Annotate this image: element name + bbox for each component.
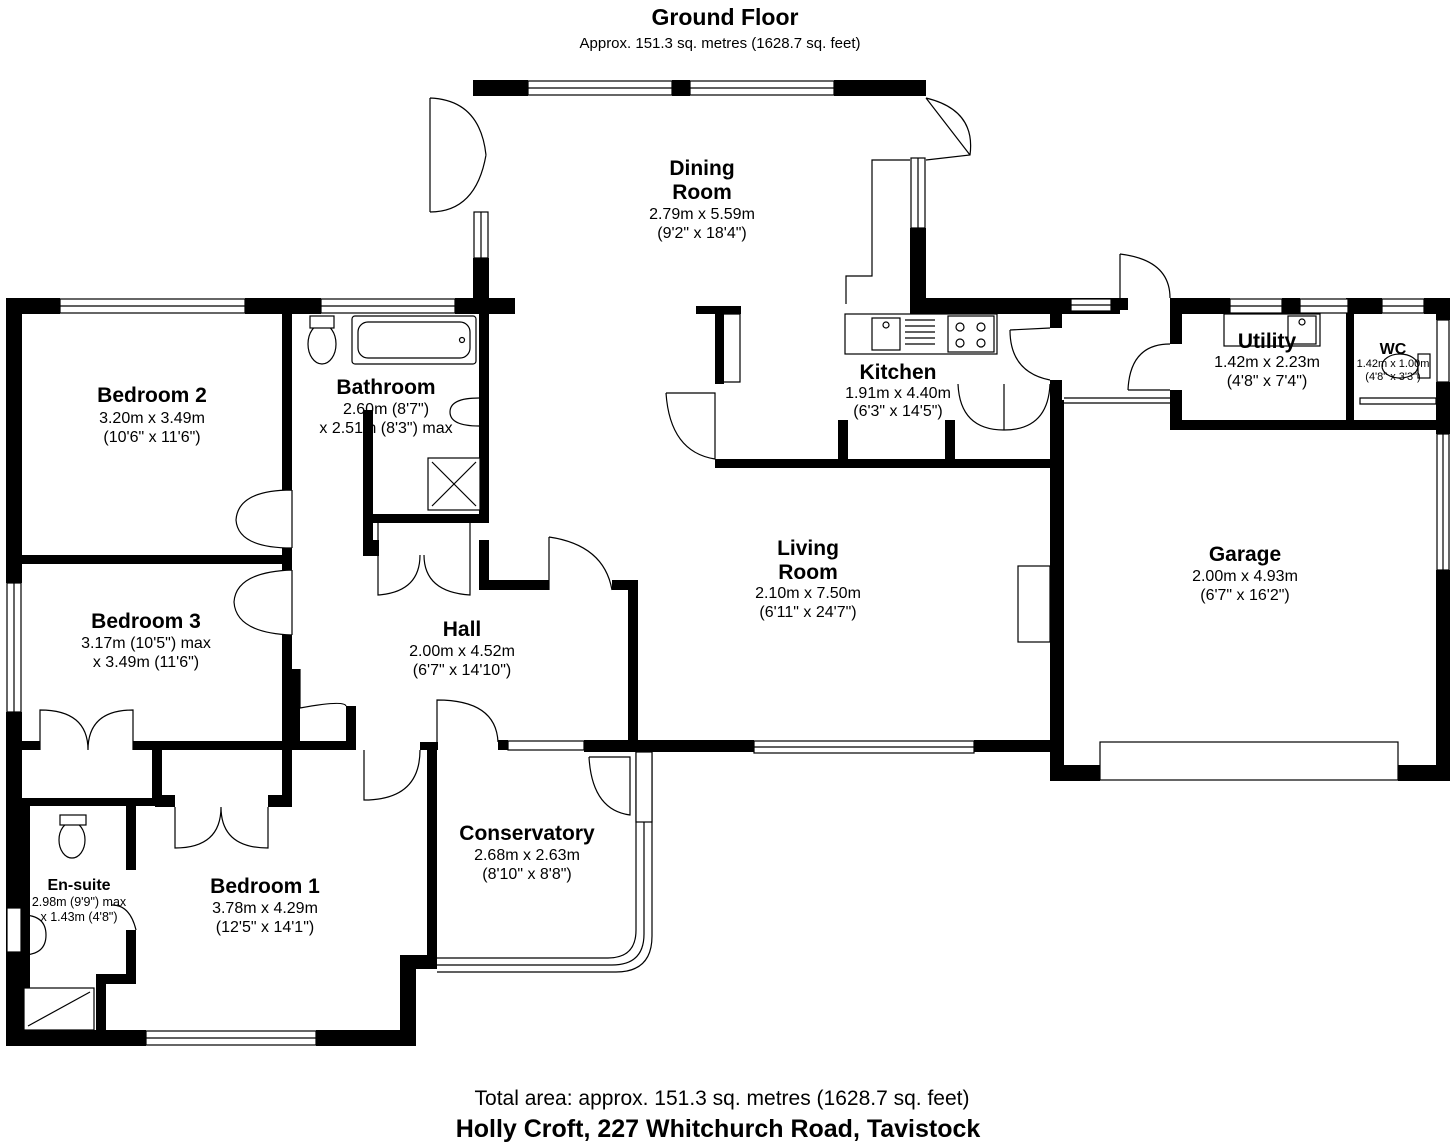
basin-icon [449, 397, 480, 427]
room-name: Bedroom 3 [91, 610, 201, 633]
floor-title: Ground Floor [652, 4, 799, 30]
room-dimensions: x 1.43m (4'8") [41, 910, 118, 924]
room-garage: Garage 2.00m x 4.93m (6'7" x 16'2") [1192, 543, 1298, 604]
utility-sink-icon [1287, 315, 1317, 345]
room-dimensions: (10'6" x 11'6") [103, 429, 200, 446]
room-dimensions: 2.00m x 4.93m [1192, 568, 1298, 585]
room-dimensions: 2.10m x 7.50m [755, 585, 861, 602]
hob-icon [947, 315, 995, 353]
bath-icon [351, 315, 477, 365]
room-hall: Hall 2.00m x 4.52m (6'7" x 14'10") [409, 618, 515, 679]
ensuite-toilet-icon [58, 821, 86, 859]
room-dimensions: 2.68m x 2.63m [474, 847, 580, 864]
room-dimensions: x 3.49m (11'6") [93, 654, 199, 671]
doors [39, 97, 1437, 931]
total-area-caption: Total area: approx. 151.3 sq. metres (16… [475, 1087, 970, 1110]
fireplace [1017, 565, 1051, 643]
room-name: Room [672, 181, 732, 204]
room-wc: WC 1.42m x 1.00m (4'8" x 3'3") [1357, 341, 1430, 383]
room-dimensions: (6'3" x 14'5") [853, 403, 943, 420]
room-name: Bathroom [336, 376, 435, 399]
room-name: Room [778, 561, 838, 584]
toilet-icon [307, 323, 337, 365]
room-conservatory: Conservatory 2.68m x 2.63m (8'10" x 8'8"… [459, 822, 595, 883]
property-address: Holly Croft, 227 Whitchurch Road, Tavist… [456, 1115, 981, 1143]
room-dimensions: 2.98m (9'9") max [32, 895, 127, 909]
room-en-suite: En-suite 2.98m (9'9") max x 1.43m (4'8") [32, 877, 127, 924]
room-dimensions: 2.60m (8'7") [343, 401, 429, 418]
room-dimensions: (6'7" x 14'10") [413, 662, 511, 679]
room-dining: Dining Room 2.79m x 5.59m (9'2" x 18'4") [649, 157, 755, 242]
room-bedroom-2: Bedroom 2 3.20m x 3.49m (10'6" x 11'6") [97, 384, 207, 446]
room-dimensions: 3.78m x 4.29m [212, 900, 318, 917]
room-name: Conservatory [459, 822, 595, 845]
room-name: Dining [669, 157, 734, 180]
room-dimensions: (4'8" x 3'3") [1365, 371, 1420, 383]
fixtures [21, 159, 1431, 1031]
room-dimensions: (9'2" x 18'4") [657, 225, 747, 242]
room-dimensions: 2.00m x 4.52m [409, 643, 515, 660]
kitchen-sink-icon [871, 317, 901, 351]
room-name: WC [1380, 341, 1407, 358]
room-name: En-suite [47, 877, 110, 894]
room-dimensions: 3.20m x 3.49m [99, 410, 205, 427]
room-dimensions: (12'5" x 14'1") [216, 919, 314, 936]
room-dimensions: (4'8" x 7'4") [1227, 373, 1308, 390]
room-dimensions: 1.91m x 4.40m [845, 385, 951, 402]
floor-area-subtitle: Approx. 151.3 sq. metres (1628.7 sq. fee… [580, 35, 861, 52]
room-bedroom-3: Bedroom 3 3.17m (10'5") max x 3.49m (11'… [81, 610, 211, 671]
room-name: Hall [443, 618, 482, 641]
room-kitchen: Kitchen 1.91m x 4.40m (6'3" x 14'5") [845, 361, 951, 420]
room-dimensions: x 2.51m (8'3") max [319, 420, 452, 437]
walls [6, 80, 1450, 1046]
room-name: Utility [1238, 330, 1297, 353]
room-bedroom-1: Bedroom 1 3.78m x 4.29m (12'5" x 14'1") [210, 875, 320, 936]
room-dimensions: (6'7" x 16'2") [1200, 587, 1290, 604]
room-living: Living Room 2.10m x 7.50m (6'11" x 24'7"… [755, 537, 861, 621]
ensuite-basin-icon [21, 914, 47, 956]
room-utility: Utility 1.42m x 2.23m (4'8" x 7'4") [1214, 330, 1320, 390]
room-dimensions: 2.79m x 5.59m [649, 206, 755, 223]
room-name: Bedroom 2 [97, 384, 207, 407]
room-dimensions: 1.42m x 1.00m [1357, 358, 1430, 370]
windows [6, 80, 1450, 1046]
room-dimensions: (6'11" x 24'7") [759, 604, 856, 621]
room-dimensions: (8'10" x 8'8") [482, 866, 572, 883]
room-name: Living [777, 537, 839, 560]
room-name: Bedroom 1 [210, 875, 320, 898]
room-name: Kitchen [859, 361, 936, 384]
room-dimensions: 3.17m (10'5") max [81, 635, 211, 652]
room-bathroom: Bathroom 2.60m (8'7") x 2.51m (8'3") max [319, 376, 452, 437]
room-dimensions: 1.42m x 2.23m [1214, 354, 1320, 371]
room-name: Garage [1209, 543, 1281, 566]
